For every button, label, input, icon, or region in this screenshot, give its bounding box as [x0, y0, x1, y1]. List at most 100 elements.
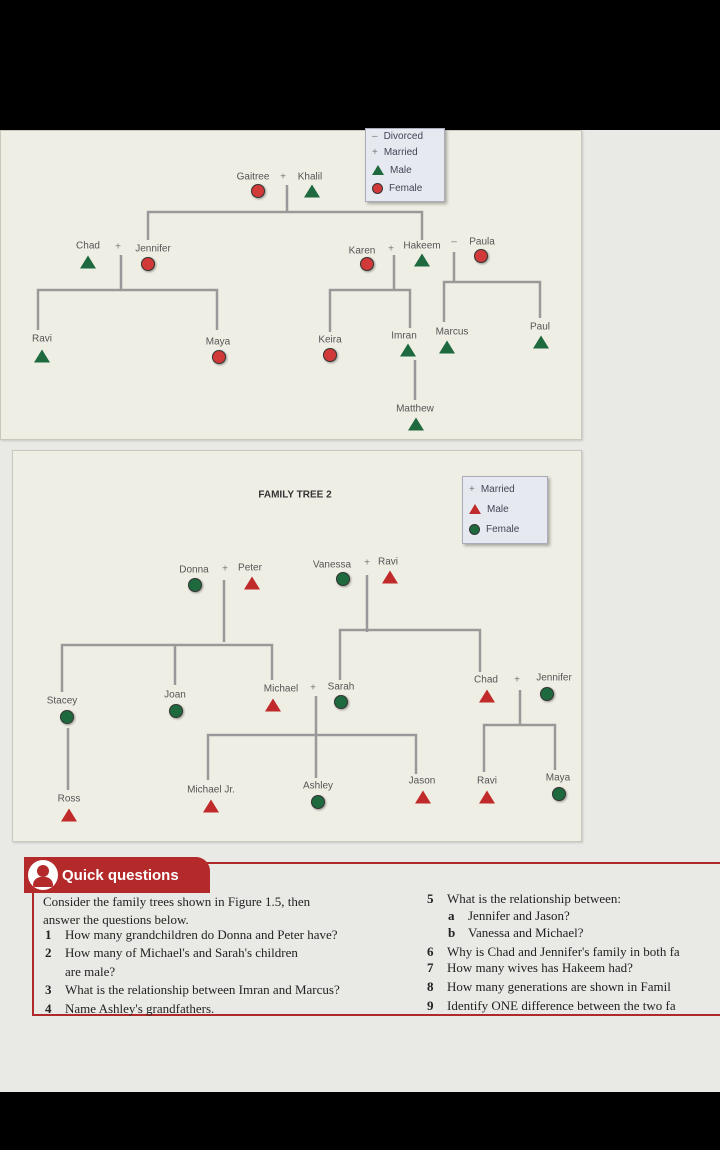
male-triangle-icon	[304, 184, 320, 198]
member-name-donna: Donna	[179, 564, 209, 576]
member-name-ross: Ross	[57, 793, 81, 805]
family-tree-1	[0, 130, 582, 440]
female-circle-icon	[323, 348, 337, 362]
question-text: Identify ONE difference between the two …	[447, 998, 676, 1013]
male-triangle-icon	[34, 349, 50, 363]
female-circle-icon	[188, 578, 202, 592]
tree-2-title: FAMILY TREE 2	[258, 489, 332, 501]
question-text: Why is Chad and Jennifer's family in bot…	[447, 944, 680, 959]
member-name-maya: Maya	[205, 336, 231, 348]
question-item: b Vanessa and Michael?	[448, 925, 584, 941]
male-triangle-icon	[408, 417, 424, 431]
female-circle-icon	[540, 687, 554, 701]
question-text: What is the relationship between Imran a…	[65, 982, 340, 997]
male-triangle-icon	[61, 808, 77, 822]
married-symbol: +	[364, 557, 370, 569]
quick-questions-header: Quick questions	[24, 857, 210, 893]
questions-intro: Consider the family trees shown in Figur…	[43, 894, 310, 910]
question-text: How many wives has Hakeem had?	[447, 960, 633, 975]
married-symbol: +	[310, 682, 316, 694]
legend-male: Male	[390, 164, 412, 176]
male-triangle-icon	[244, 576, 260, 590]
member-name-chad2: Chad	[474, 674, 498, 686]
legend-female: Female	[486, 523, 520, 535]
member-name-imran: Imran	[391, 330, 417, 342]
question-item: 2 How many of Michael's and Sarah's child…	[45, 945, 298, 961]
married-symbol: +	[469, 483, 475, 495]
member-name-karen: Karen	[348, 245, 376, 257]
member-name-paula: Paula	[469, 236, 495, 248]
divorced-symbol: –	[372, 130, 378, 142]
questions-intro: answer the questions below.	[43, 912, 189, 928]
question-item: 8 How many generations are shown in Famil	[427, 979, 671, 995]
male-triangle-icon	[265, 698, 281, 712]
member-name-joan: Joan	[164, 689, 186, 701]
question-text: Vanessa and Michael?	[468, 925, 584, 940]
question-item: 1 How many grandchildren do Donna and Pet…	[45, 927, 338, 943]
member-name-jason: Jason	[408, 775, 436, 787]
female-circle-icon	[334, 695, 348, 709]
legend-married: Married	[480, 483, 515, 495]
male-triangle-icon	[479, 689, 495, 703]
member-name-ravi3: Ravi	[476, 775, 498, 787]
question-text: How many generations are shown in Famil	[447, 979, 671, 994]
member-name-chad: Chad	[76, 240, 100, 252]
married-symbol: +	[388, 243, 394, 255]
member-name-marcus: Marcus	[435, 326, 469, 338]
member-name-vanessa: Vanessa	[312, 559, 352, 571]
question-text: How many of Michael's and Sarah's childr…	[65, 945, 298, 960]
question-number: 2	[45, 945, 52, 960]
person-icon	[28, 860, 58, 890]
question-number: 9	[427, 998, 434, 1013]
female-circle-icon	[311, 795, 325, 809]
question-text: are male?	[65, 964, 116, 979]
question-item: 7 How many wives has Hakeem had?	[427, 960, 633, 976]
female-circle-icon	[141, 257, 155, 271]
female-circle-icon	[212, 350, 226, 364]
question-item: 9 Identify ONE difference between the two…	[427, 998, 676, 1014]
married-symbol: +	[514, 674, 520, 686]
question-number: 7	[427, 960, 434, 975]
female-circle-icon	[552, 787, 566, 801]
member-name-jennifer: Jennifer	[135, 243, 171, 255]
member-name-ashley: Ashley	[302, 780, 334, 792]
male-triangle-icon	[469, 504, 481, 514]
male-triangle-icon	[415, 790, 431, 804]
legend-male: Male	[487, 503, 509, 515]
male-triangle-icon	[400, 343, 416, 357]
question-number: a	[448, 908, 455, 923]
male-triangle-icon	[414, 253, 430, 267]
question-item: are male?	[45, 964, 115, 980]
female-circle-icon	[360, 257, 374, 271]
female-circle-icon	[469, 523, 480, 535]
question-number: 8	[427, 979, 434, 994]
legend-married: Married	[383, 146, 418, 158]
female-circle-icon	[60, 710, 74, 724]
male-triangle-icon	[203, 799, 219, 813]
member-name-ravi: Ravi	[31, 333, 53, 345]
question-text: Name Ashley's grandfathers.	[65, 1001, 215, 1016]
question-text: answer the questions below.	[43, 912, 189, 927]
legend-tree-1: –Divorced +Married Male Female	[365, 128, 445, 202]
married-symbol: +	[280, 171, 286, 183]
member-name-khalil: Khalil	[297, 171, 323, 183]
male-triangle-icon	[439, 340, 455, 354]
female-circle-icon	[474, 249, 488, 263]
member-name-ravi2: Ravi	[377, 556, 399, 568]
member-name-michaeljr: Michael Jr.	[187, 784, 235, 796]
married-symbol: +	[115, 241, 121, 253]
member-name-michael: Michael	[263, 683, 299, 695]
member-name-hakeem: Hakeem	[403, 240, 441, 252]
married-symbol: +	[372, 146, 378, 158]
question-text: What is the relationship between:	[447, 891, 622, 906]
member-name-maya2: Maya	[545, 772, 571, 784]
member-name-gaitree: Gaitree	[236, 171, 270, 183]
question-number: 1	[45, 927, 52, 942]
question-text: How many grandchildren do Donna and Pete…	[65, 927, 338, 942]
question-number: b	[448, 925, 456, 940]
female-circle-icon	[251, 184, 265, 198]
female-circle-icon	[169, 704, 183, 718]
married-symbol: +	[222, 563, 228, 575]
